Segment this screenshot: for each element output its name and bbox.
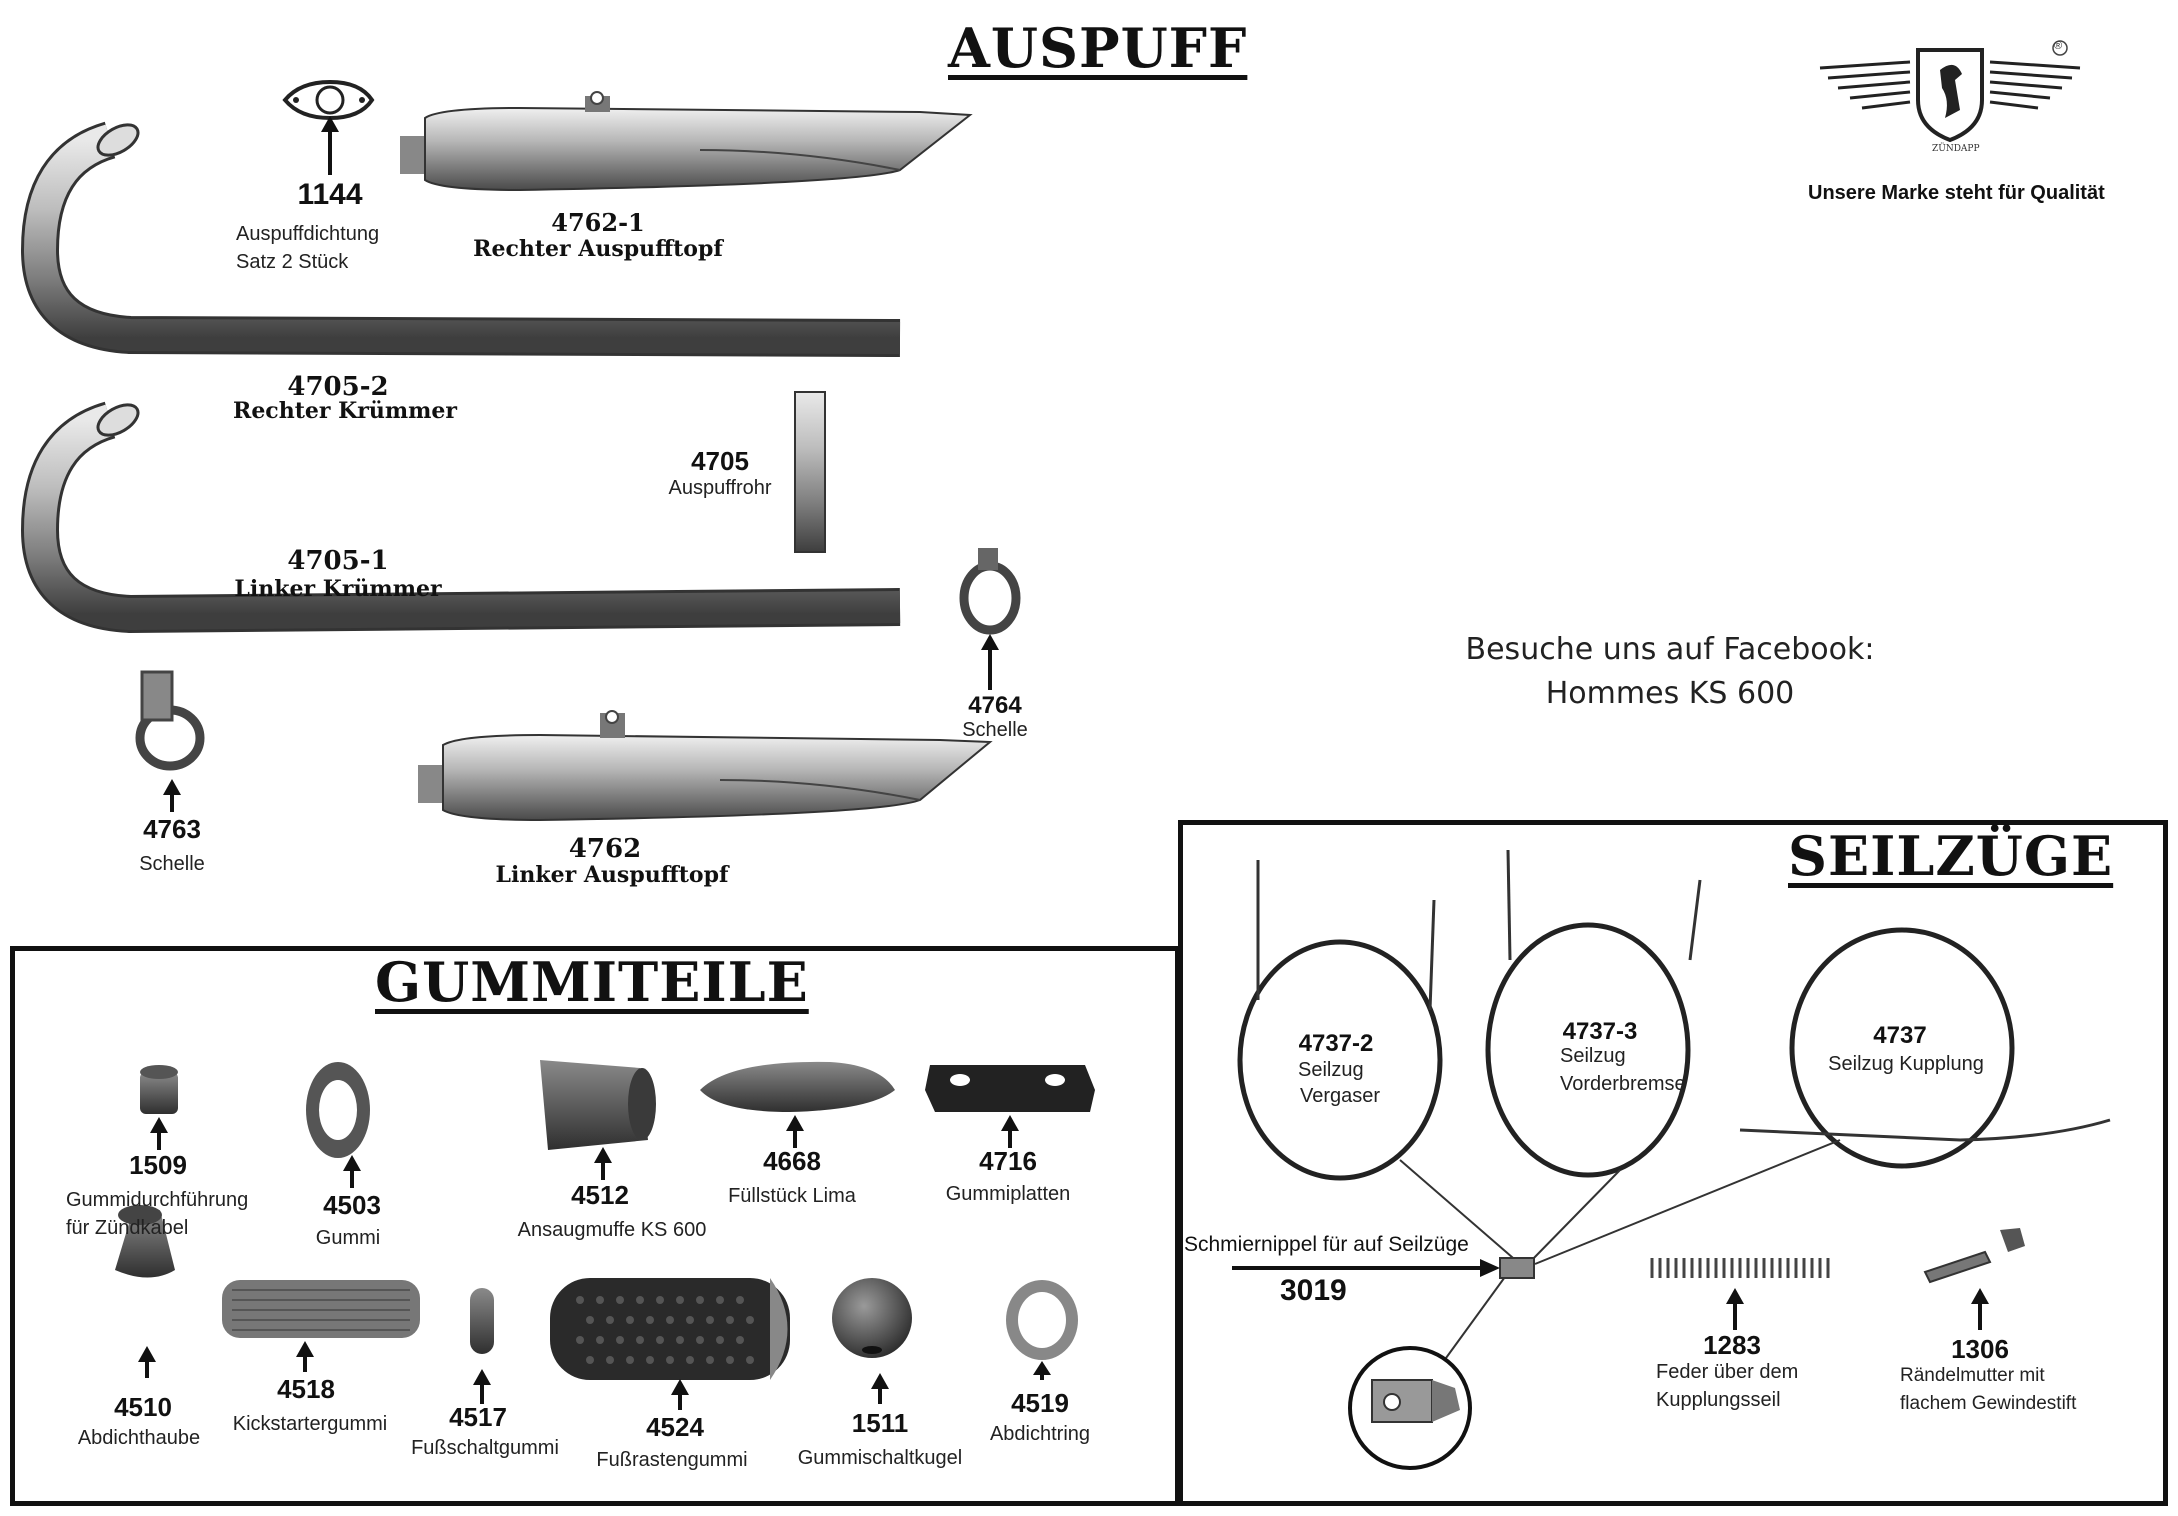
part-name-4762-1: Rechter Auspufftopf — [473, 236, 723, 262]
part-number-4503: 4503 — [323, 1190, 381, 1220]
part-number-4763: 4763 — [143, 814, 201, 844]
part-number-4737: 4737 — [1873, 1022, 1927, 1049]
part-name-4510: Abdichthaube — [77, 1427, 201, 1449]
part-name2-1509: für Zündkabel — [66, 1217, 189, 1239]
seilzuege-title: SEILZÜGE — [1788, 824, 2114, 888]
facebook-line1: Besuche uns auf Facebook: — [1465, 632, 1875, 667]
part-name-4518: Kickstartergummi — [232, 1413, 388, 1435]
part-number-4705: 4705 — [691, 446, 749, 476]
part-name-3019: Schmiernippel für auf Seilzüge — [1184, 1233, 1469, 1256]
part-number-1144: 1144 — [297, 178, 363, 211]
part-number-3019: 3019 — [1280, 1274, 1347, 1307]
registered-mark: ® — [2054, 40, 2063, 52]
part-number-4737-3: 4737-3 — [1562, 1018, 1638, 1045]
auspuff-title: AUSPUFF — [948, 16, 1248, 80]
part-number-4716: 4716 — [979, 1146, 1037, 1176]
part-name2-1283: Kupplungsseil — [1656, 1389, 1781, 1411]
part-name-4737-2: Seilzug — [1298, 1059, 1364, 1081]
exhaust-pipe-4705-icon — [794, 391, 826, 553]
part-number-1306: 1306 — [1951, 1334, 2009, 1364]
part-name-4764: Schelle — [962, 719, 1028, 741]
part-number-4517: 4517 — [449, 1402, 507, 1432]
part-number-4519: 4519 — [1011, 1388, 1069, 1418]
part-number-1511: 1511 — [851, 1408, 909, 1438]
part-number-4762-1: 4762-1 — [551, 208, 645, 237]
brand-tagline: Unsere Marke steht für Qualität — [1808, 182, 2105, 204]
part-name-4705-2: Rechter Krümmer — [233, 398, 457, 424]
part-name-1144: Auspuffdichtung — [236, 223, 380, 245]
part-name-1511: Gummischaltkugel — [797, 1447, 963, 1469]
logo-wordmark: ZÜNDAPP — [1932, 144, 1980, 154]
part-name-4512: Ansaugmuffe KS 600 — [517, 1219, 707, 1241]
part-number-4524: 4524 — [646, 1412, 704, 1442]
part-name2-1306: flachem Gewindestift — [1900, 1393, 2077, 1414]
part-number-4510: 4510 — [114, 1392, 172, 1422]
clamp-4764-icon — [959, 548, 1021, 690]
gummiteile-panel — [10, 946, 1180, 1506]
part-number-1509: 1509 — [129, 1150, 187, 1180]
part-name-4668: Füllstück Lima — [728, 1185, 856, 1207]
part-name-1283: Feder über dem — [1656, 1361, 1799, 1383]
part-name-4503: Gummi — [315, 1227, 381, 1249]
part-name-1509: Gummidurchführung — [66, 1189, 249, 1211]
part-name2-4737-2: Vergaser — [1300, 1085, 1381, 1107]
part-name-1306: Rändelmutter mit — [1900, 1365, 2045, 1386]
part-name-4517: Fußschaltgummi — [411, 1437, 559, 1459]
part-name-4705-1: Linker Krümmer — [234, 576, 442, 602]
part-number-4737-2: 4737-2 — [1298, 1030, 1374, 1057]
muffler-left-icon — [418, 710, 993, 822]
part-number-4668: 4668 — [763, 1146, 821, 1176]
header-pipe-left-icon — [20, 401, 901, 634]
part-name2-1144: Satz 2 Stück — [236, 251, 349, 273]
part-number-4512: 4512 — [571, 1180, 629, 1210]
clamp-4763-icon — [135, 670, 205, 812]
part-name-4716: Gummiplatten — [945, 1183, 1071, 1205]
muffler-right-icon — [400, 91, 973, 192]
part-name2-4737-3: Vorderbremse — [1560, 1073, 1686, 1095]
part-number-1283: 1283 — [1703, 1330, 1761, 1360]
gummiteile-title: GUMMITEILE — [375, 950, 809, 1014]
part-number-4764: 4764 — [968, 692, 1022, 719]
part-name-4524: Fußrastengummi — [596, 1449, 748, 1471]
facebook-line2: Hommes KS 600 — [1545, 676, 1795, 711]
part-number-4518: 4518 — [277, 1374, 335, 1404]
header-pipe-right-icon — [20, 121, 901, 357]
part-number-4762: 4762 — [568, 834, 642, 864]
part-name-4737-3: Seilzug — [1560, 1045, 1626, 1067]
part-name-4705: Auspuffrohr — [668, 477, 772, 499]
part-name-4519: Abdichtring — [989, 1423, 1091, 1445]
part-number-4705-2: 4705-2 — [287, 372, 389, 402]
part-name-4737: Seilzug Kupplung — [1828, 1053, 1984, 1075]
part-number-4705-1: 4705-1 — [287, 546, 389, 576]
gasket-1144-icon — [282, 79, 375, 175]
part-name-4763: Schelle — [139, 853, 205, 875]
part-name-4762: Linker Auspufftopf — [495, 862, 729, 888]
